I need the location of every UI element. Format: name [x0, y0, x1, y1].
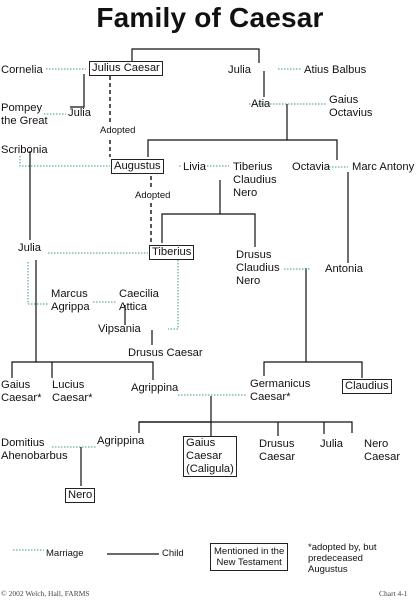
person-drusus-caesar-1: Drusus Caesar	[128, 347, 203, 359]
person-domitius: Domitius Ahenobarbus	[1, 437, 68, 462]
person-julia-daughter: Julia	[68, 107, 92, 119]
person-drusus-claudius-nero: Drusus Claudius Nero	[236, 249, 280, 287]
person-pompey: Pompey the Great	[1, 102, 48, 127]
annotation-adopted-1: Adopted	[100, 125, 136, 136]
child-line	[11, 260, 37, 378]
person-vipsania: Vipsania	[98, 323, 141, 335]
child-line	[131, 48, 260, 63]
person-gaius-octavius: Gaius Octavius	[329, 94, 373, 119]
chart-title: Family of Caesar	[96, 2, 324, 33]
person-antonia: Antonia	[325, 263, 363, 275]
legend-child-label: Child	[162, 548, 184, 559]
person-julia-augustus: Julia	[18, 242, 42, 254]
child-line	[147, 104, 288, 157]
person-livia: Livia	[183, 161, 207, 173]
legend-marriage-label: Marriage	[46, 548, 84, 559]
person-caecilia-attica: Caecilia Attica	[119, 288, 159, 313]
child-line	[263, 268, 307, 376]
person-agrippina-younger: Agrippina	[97, 435, 145, 447]
person-tiberius-claudius-nero: Tiberius Claudius Nero	[233, 161, 277, 199]
person-marcus-agrippa: Marcus Agrippa	[51, 288, 90, 313]
person-marc-antony: Marc Antony	[352, 161, 415, 173]
person-augustus: Augustus	[111, 159, 164, 174]
person-germanicus: Germanicus Caesar*	[250, 378, 311, 403]
person-cornelia: Cornelia	[1, 64, 43, 76]
person-drusus-caesar-2: Drusus Caesar	[259, 438, 296, 463]
child-line	[161, 180, 221, 243]
child-line	[70, 74, 85, 108]
marriage-line	[19, 156, 110, 167]
child-line	[52, 361, 154, 380]
person-agrippina-elder: Agrippina	[131, 382, 179, 394]
legend-asterisk-note: *adopted by, but predeceased Augustus	[308, 542, 377, 575]
child-line	[306, 361, 363, 378]
person-lucius-caesar: Lucius Caesar*	[52, 379, 93, 404]
marriage-line	[27, 262, 48, 305]
person-scribonia: Scribonia	[1, 144, 48, 156]
child-line	[138, 396, 212, 433]
person-gaius-caesar: Gaius Caesar*	[1, 379, 42, 404]
person-octavia: Octavia	[292, 161, 330, 173]
person-atius-balbus: Atius Balbus	[304, 64, 367, 76]
child-line	[36, 361, 53, 378]
person-caligula: Gaius Caesar (Caligula)	[183, 436, 237, 477]
child-line	[287, 139, 338, 160]
marriage-line	[168, 260, 179, 330]
legend-mentioned-box: Mentioned in the New Testament	[210, 543, 289, 571]
footer-chart-id: Chart 4-1	[379, 589, 408, 598]
child-line	[139, 421, 353, 433]
child-line	[220, 213, 256, 247]
person-nero: Nero	[65, 488, 96, 503]
person-nero-caesar: Nero Caesar	[364, 438, 401, 463]
person-julius-caesar: Julius Caesar	[89, 61, 163, 76]
person-tiberius: Tiberius	[149, 245, 195, 260]
person-julia-aunt: Julia	[228, 64, 252, 76]
footer-copyright: © 2002 Welch, Hall, FARMS	[1, 589, 90, 598]
person-claudius: Claudius	[342, 379, 392, 394]
person-julia-last: Julia	[320, 438, 344, 450]
annotation-adopted-2: Adopted	[135, 190, 171, 201]
person-atia: Atia	[251, 98, 271, 110]
